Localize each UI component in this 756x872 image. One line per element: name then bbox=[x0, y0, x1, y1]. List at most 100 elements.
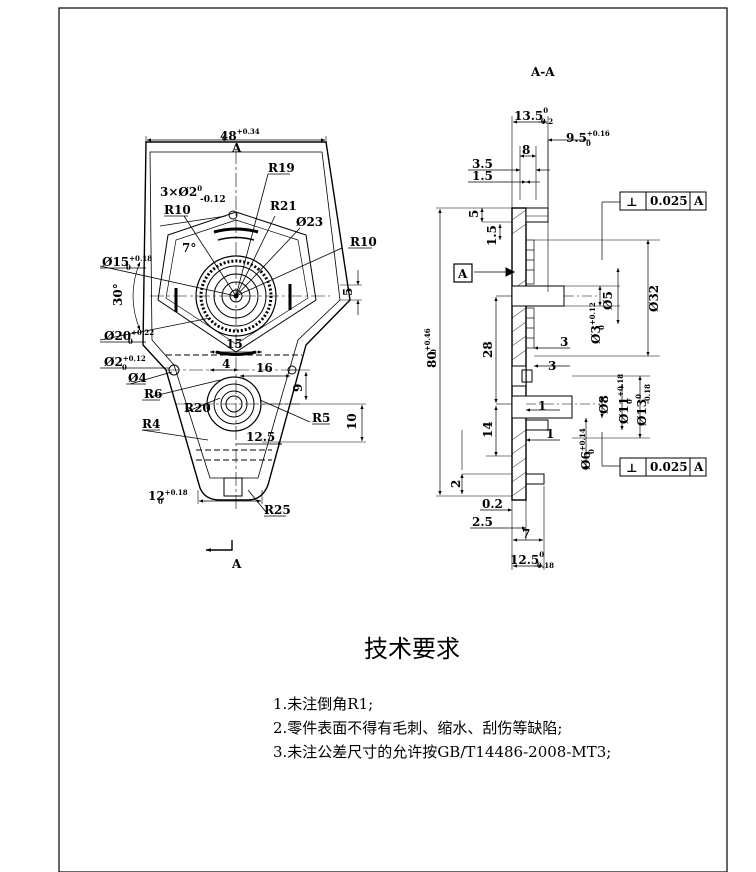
bottom-notch bbox=[223, 477, 243, 497]
requirement-1: 1.未注倒角R1; bbox=[273, 695, 373, 713]
svg-text:48+0.34: 48+0.34 bbox=[220, 127, 260, 143]
dim-1-a: 1 bbox=[538, 399, 546, 413]
dim-d32: Ø32 bbox=[647, 285, 661, 312]
svg-text:0: 0 bbox=[126, 263, 131, 272]
dim-r19: R19 bbox=[268, 161, 295, 175]
front-view bbox=[99, 136, 372, 552]
dim-d8: Ø8 bbox=[597, 395, 611, 414]
dim-1-5-left: 1.5 bbox=[485, 225, 499, 246]
section-view bbox=[436, 116, 660, 570]
dim-48: 48 bbox=[220, 129, 237, 143]
svg-text:12.50: 12.50 bbox=[510, 550, 544, 567]
dim-2-5: 2.5 bbox=[472, 515, 493, 529]
dim-d23: Ø23 bbox=[296, 215, 323, 229]
dim-10-front: 10 bbox=[345, 413, 359, 430]
svg-text:0: 0 bbox=[128, 337, 133, 346]
gdt-bottom-datum: A bbox=[693, 460, 704, 474]
dim-r20: R20 bbox=[184, 401, 211, 415]
dim-4-front: 4 bbox=[222, 357, 230, 371]
dim-2-section: 2 bbox=[449, 480, 463, 488]
svg-text:Ø15+0.18: Ø15+0.18 bbox=[102, 254, 152, 269]
dim-r10-left: R10 bbox=[164, 203, 191, 217]
svg-text:0: 0 bbox=[158, 497, 163, 506]
svg-text:-0.18: -0.18 bbox=[534, 561, 554, 570]
datum-box bbox=[453, 263, 473, 283]
requirements-title: 技术要求 bbox=[364, 635, 460, 663]
svg-text:0: 0 bbox=[429, 349, 438, 354]
svg-text:Ø11+0.18: Ø11+0.18 bbox=[616, 374, 631, 424]
lower-boss-section bbox=[511, 365, 527, 387]
dim-d6: Ø6 bbox=[579, 451, 593, 470]
svg-text:9.5+0.16: 9.5+0.16 bbox=[566, 129, 610, 145]
svg-text:-0.2: -0.2 bbox=[538, 117, 553, 126]
gdt-top-symbol: ⊥ bbox=[626, 195, 638, 209]
svg-text:-0.18: -0.18 bbox=[643, 384, 652, 404]
dim-16: 16 bbox=[256, 361, 273, 375]
dim-5-front: 5 bbox=[341, 288, 355, 296]
dim-13-5: 13.5 bbox=[514, 109, 543, 123]
dim-1-b: 1 bbox=[546, 427, 554, 441]
dim-r10-right: R10 bbox=[350, 235, 377, 249]
requirement-2: 2.零件表面不得有毛刺、缩水、刮伤等缺陷; bbox=[273, 719, 562, 737]
requirement-3: 3.未注公差尺寸的允许按GB/T14486-2008-MT3; bbox=[273, 743, 611, 761]
dim-angle30: 30° bbox=[111, 283, 125, 306]
dim-9-5: 9.5 bbox=[566, 131, 587, 145]
dim-3-5: 3.5 bbox=[472, 157, 493, 171]
dim-12: 12 bbox=[148, 489, 165, 503]
dim-r5: R5 bbox=[312, 411, 330, 425]
dim-d2: Ø2 bbox=[104, 355, 123, 369]
dim-d3: Ø3 bbox=[589, 325, 603, 344]
gdt-frame-top: ⊥ 0.025 A bbox=[619, 191, 707, 211]
holes-tol-lower: -0.12 bbox=[200, 195, 226, 205]
dim-5-left: 5 bbox=[467, 210, 481, 218]
section-title: A-A bbox=[530, 65, 555, 79]
svg-text:0: 0 bbox=[625, 399, 634, 404]
gdt-top-value: 0.025 bbox=[650, 194, 688, 208]
view-label-top: A bbox=[231, 141, 242, 155]
svg-text:80+0.46: 80+0.46 bbox=[423, 328, 439, 368]
gdt-bottom-value: 0.025 bbox=[650, 460, 688, 474]
dim-d5: Ø5 bbox=[601, 291, 615, 310]
svg-text:0: 0 bbox=[587, 449, 596, 454]
upper-boss bbox=[525, 207, 549, 223]
dim-7: 7 bbox=[522, 527, 530, 541]
dim-d11: Ø11 bbox=[617, 397, 631, 424]
dim-28: 28 bbox=[481, 341, 495, 358]
svg-text:Ø6+0.14: Ø6+0.14 bbox=[578, 428, 593, 470]
dim-14: 14 bbox=[481, 421, 495, 438]
gdt-bottom-symbol: ⊥ bbox=[626, 461, 638, 475]
svg-text:Ø20+0.22: Ø20+0.22 bbox=[104, 328, 154, 343]
dim-80: 80 bbox=[425, 351, 439, 368]
dim-9-front: 9 bbox=[291, 384, 305, 392]
dim-12-5-bottom: 12.5 bbox=[510, 553, 539, 567]
dim-r6: R6 bbox=[144, 387, 162, 401]
svg-text:3×Ø20: 3×Ø20 bbox=[160, 184, 202, 199]
datum-letter: A bbox=[457, 267, 468, 281]
gdt-top-datum: A bbox=[693, 194, 704, 208]
svg-text:0: 0 bbox=[597, 325, 606, 330]
lower-bore-section bbox=[511, 395, 573, 419]
svg-text:Ø2+0.12: Ø2+0.12 bbox=[104, 354, 146, 369]
dim-15-front: 15 bbox=[226, 337, 243, 351]
section-plate bbox=[511, 207, 527, 501]
svg-text:13.50: 13.50 bbox=[514, 106, 548, 123]
dim-3-b: 3 bbox=[548, 359, 556, 373]
gdt-frame-bottom: ⊥ 0.025 A bbox=[619, 457, 707, 477]
drawing-frame bbox=[58, 7, 728, 872]
dim-12-5-front: 12.5 bbox=[246, 430, 275, 444]
technical-requirements: 技术要求 1.未注倒角R1; 2.零件表面不得有毛刺、缩水、刮伤等缺陷; 3.未… bbox=[273, 635, 611, 761]
section-view-labels: A-A 13.50 -0.2 8 9.5+0.16 0 3.5 1.5 5 1.… bbox=[423, 65, 661, 570]
shaft-boss bbox=[511, 285, 565, 307]
svg-text:0: 0 bbox=[586, 139, 591, 148]
dim-d15: Ø15 bbox=[102, 255, 129, 269]
hole-top bbox=[228, 210, 238, 220]
dim-r25: R25 bbox=[264, 503, 291, 517]
svg-text:Ø130: Ø130 bbox=[634, 394, 649, 426]
dim-d13: Ø13 bbox=[635, 399, 649, 426]
front-view-labels: 48+0.34 0 A 3×Ø20 -0.12 R19 R21 R10 Ø23 … bbox=[102, 127, 377, 571]
dim-0-2: 0.2 bbox=[482, 497, 503, 511]
dim-8-section: 8 bbox=[522, 143, 530, 157]
dim-d20: Ø20 bbox=[104, 329, 131, 343]
dim-r21: R21 bbox=[270, 199, 297, 213]
